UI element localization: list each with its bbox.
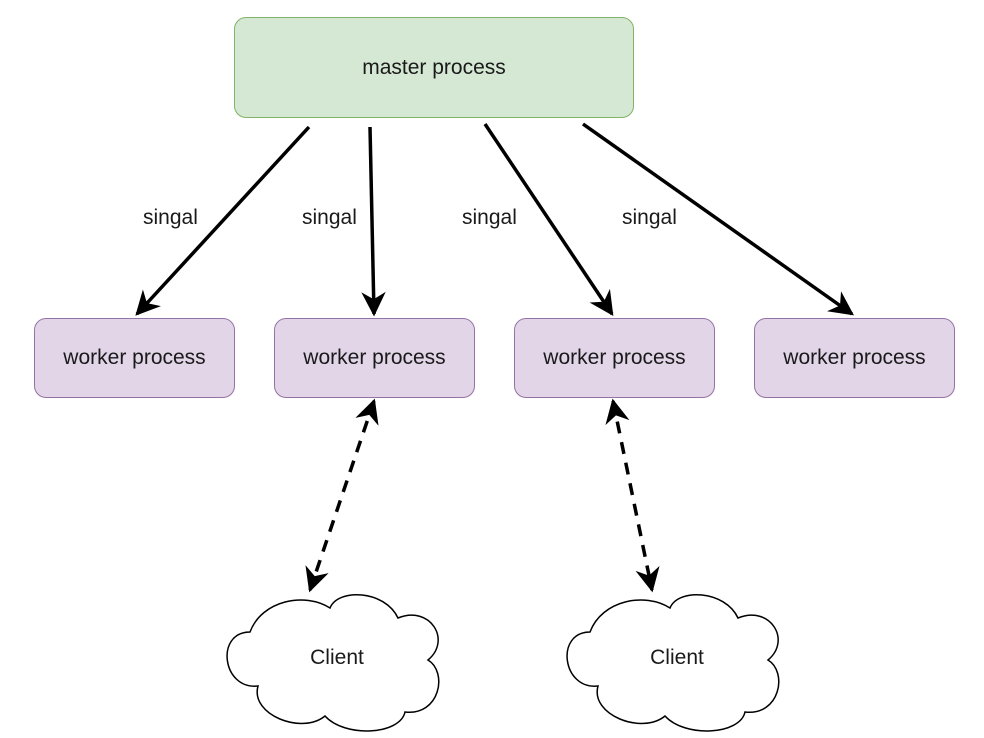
worker-process-label-1: worker process bbox=[63, 346, 206, 369]
signal-label-2: singal bbox=[302, 206, 357, 229]
master-process-node: master process bbox=[234, 17, 634, 118]
worker-process-node-4: worker process bbox=[754, 318, 955, 398]
worker-process-node-1: worker process bbox=[34, 318, 235, 398]
signal-arrow-1 bbox=[135, 125, 311, 316]
worker-process-label-4: worker process bbox=[783, 346, 926, 369]
client-label-1: Client bbox=[310, 646, 364, 669]
client-cloud-2 bbox=[566, 594, 780, 732]
signal-arrow-2 bbox=[361, 126, 386, 317]
worker-process-node-3: worker process bbox=[514, 318, 715, 398]
signal-label-1: singal bbox=[143, 206, 198, 229]
worker-process-node-2: worker process bbox=[274, 318, 475, 398]
signal-label-3: singal bbox=[462, 206, 517, 229]
signal-arrow-3 bbox=[483, 123, 614, 317]
client-label-2: Client bbox=[650, 646, 704, 669]
signal-label-4: singal bbox=[622, 206, 677, 229]
worker-process-label-2: worker process bbox=[303, 346, 446, 369]
master-process-label: master process bbox=[362, 55, 506, 79]
client-cloud-1 bbox=[226, 594, 440, 732]
signal-arrow-4 bbox=[581, 122, 855, 316]
client-link-arrow-1 bbox=[305, 398, 379, 593]
worker-process-label-3: worker process bbox=[543, 346, 686, 369]
client-link-arrow-2 bbox=[605, 398, 660, 593]
